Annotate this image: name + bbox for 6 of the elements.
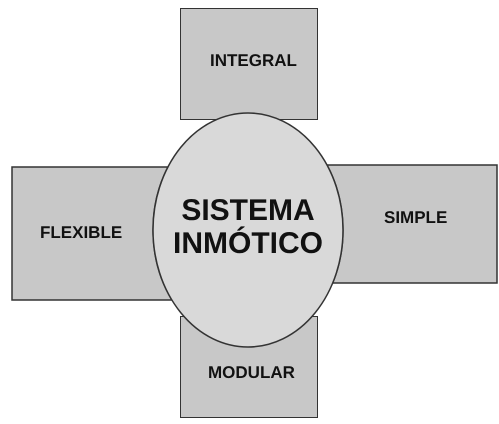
box-label: MODULAR [208, 363, 295, 383]
center-label: SISTEMA INMÓTICO [172, 194, 324, 260]
box-label: INTEGRAL [210, 51, 297, 71]
box-label: SIMPLE [384, 208, 448, 228]
box-label: FLEXIBLE [40, 223, 122, 243]
feature-box [180, 8, 318, 120]
